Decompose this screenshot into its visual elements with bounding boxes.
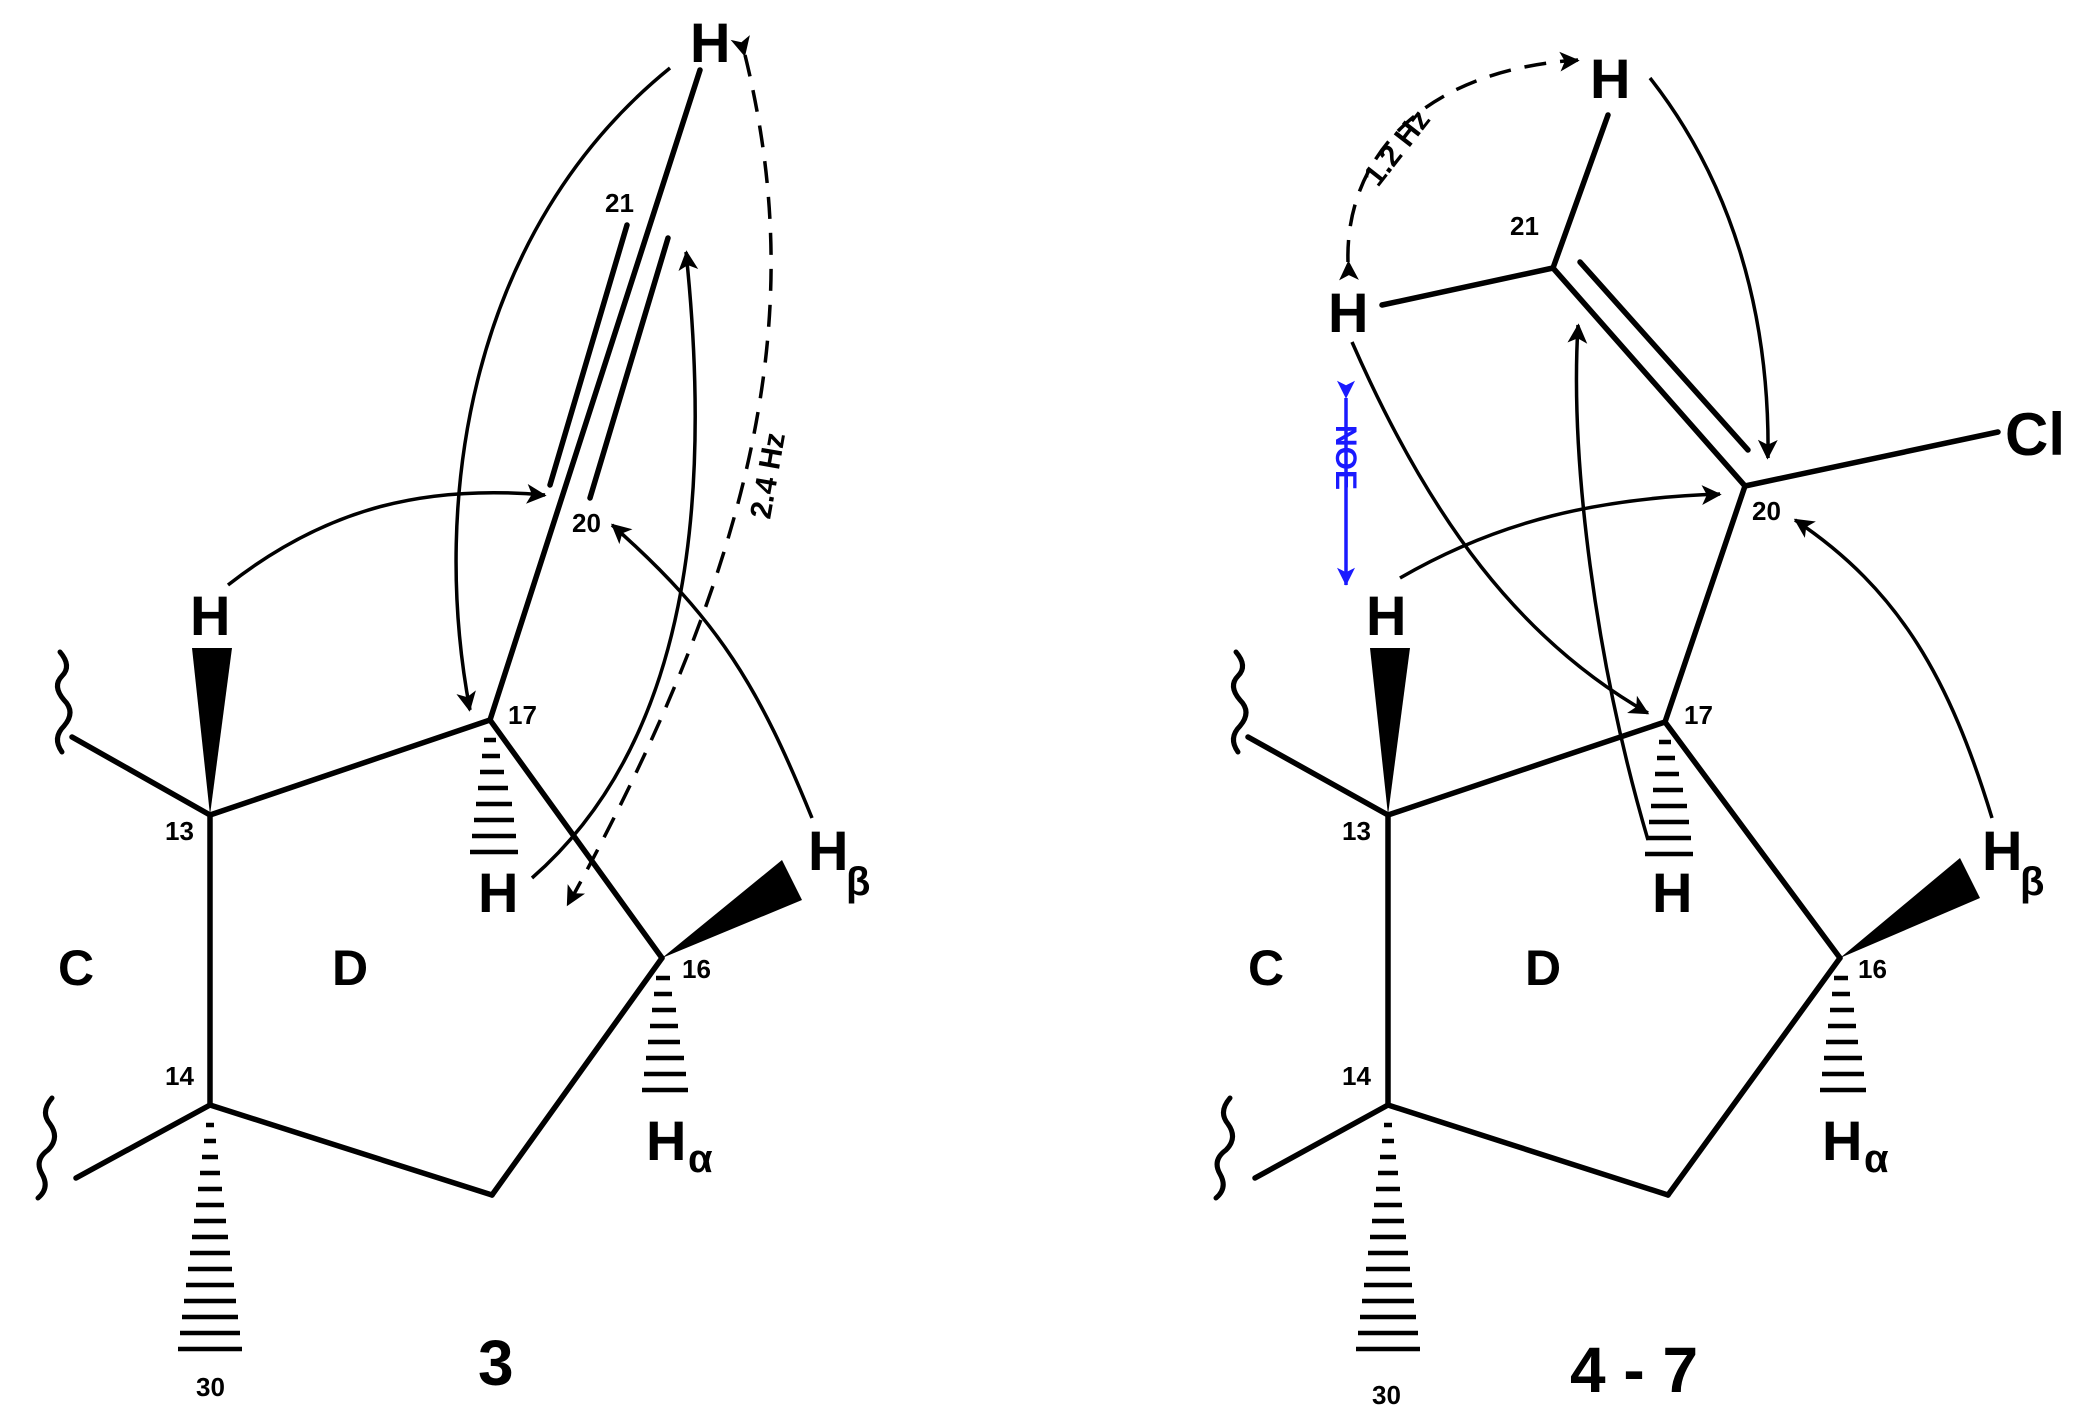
right-num-17: 17 — [1684, 700, 1713, 730]
left-compound-label: 3 — [478, 1327, 514, 1399]
right-wedge-hbeta — [1840, 858, 1980, 958]
left-num-17: 17 — [508, 700, 537, 730]
svg-text:H: H — [646, 1109, 686, 1172]
svg-text:α: α — [1864, 1137, 1889, 1181]
left-wedge-h13 — [192, 648, 232, 815]
svg-text:H: H — [1982, 819, 2022, 882]
right-coupling-label: 1.2 Hz — [1358, 104, 1437, 193]
left-wavy-bond-13 — [55, 649, 73, 755]
right-arrow-hbeta-to-c20 — [1793, 518, 1994, 819]
left-num-21: 21 — [605, 188, 634, 218]
left-h-alpha: H α — [646, 1109, 713, 1181]
left-h-top: H — [690, 11, 730, 74]
right-num-14: 14 — [1342, 1061, 1371, 1091]
right-wavy-bond-14 — [1213, 1095, 1235, 1201]
left-alkyne-bonds — [487, 67, 703, 723]
right-vinyl-bonds — [1379, 112, 2001, 725]
right-arrow-h21-to-c17 — [1350, 341, 1650, 715]
right-chlorine: Cl — [2005, 401, 2065, 468]
right-num-30: 30 — [1372, 1380, 1401, 1410]
right-num-16: 16 — [1858, 954, 1887, 984]
left-num-14: 14 — [165, 1061, 194, 1091]
right-wedge-h13 — [1370, 648, 1410, 815]
left-ring-bonds — [69, 717, 665, 1198]
left-num-30: 30 — [196, 1372, 225, 1402]
right-h-beta: H β — [1982, 819, 2044, 904]
left-arrow-h13-to-c20 — [226, 484, 547, 587]
right-num-21: 21 — [1510, 211, 1539, 241]
svg-text:H: H — [808, 819, 848, 882]
left-h13: H — [190, 584, 230, 647]
left-arrow-htop-to-c17 — [454, 66, 672, 712]
right-ring-bonds — [1245, 719, 1843, 1198]
right-hash-halpha — [1820, 975, 1866, 1093]
left-ring-c: C — [58, 940, 94, 996]
right-ring-d: D — [1525, 940, 1561, 996]
right-noe-label: NOE — [1329, 425, 1362, 490]
right-h21: H — [1328, 281, 1368, 344]
right-structure: H H H H H β H α Cl 13 14 16 17 20 21 30 … — [1213, 47, 2065, 1410]
right-coupling-arc — [1339, 51, 1580, 281]
right-arrow-h13-to-c20 — [1399, 485, 1722, 580]
left-wavy-bond-14 — [35, 1095, 57, 1201]
right-ring-c: C — [1248, 940, 1284, 996]
left-h-beta: H β — [808, 819, 870, 904]
left-wedge-hbeta — [662, 860, 802, 958]
left-ring-d: D — [332, 940, 368, 996]
right-arrow-htop-to-c20 — [1648, 76, 1778, 460]
svg-text:β: β — [2020, 860, 2044, 904]
left-coupling-label: 2.4 Hz — [744, 430, 792, 521]
left-structure: H H H H β H α 13 14 16 17 20 21 30 C D 3… — [35, 11, 870, 1402]
svg-text:H: H — [1822, 1109, 1862, 1172]
left-hash-h17 — [470, 737, 518, 855]
svg-text:α: α — [688, 1137, 713, 1181]
right-arrow-h17-to-c21 — [1567, 323, 1650, 841]
right-compound-label: 4 - 7 — [1570, 1334, 1698, 1406]
right-num-20: 20 — [1752, 496, 1781, 526]
right-wavy-bond-13 — [1231, 649, 1249, 755]
left-h17: H — [478, 861, 518, 924]
right-h-alpha: H α — [1822, 1109, 1889, 1181]
left-num-20: 20 — [572, 508, 601, 538]
left-hash-methyl30 — [178, 1122, 242, 1352]
svg-text:β: β — [846, 860, 870, 904]
right-hash-h17 — [1645, 739, 1693, 857]
right-num-13: 13 — [1342, 816, 1371, 846]
right-h13: H — [1366, 584, 1406, 647]
right-h17: H — [1652, 861, 1692, 924]
left-hash-halpha — [642, 975, 688, 1093]
right-hash-methyl30 — [1356, 1122, 1420, 1352]
left-num-16: 16 — [682, 954, 711, 984]
left-num-13: 13 — [165, 816, 194, 846]
left-coupling-arc — [566, 35, 773, 907]
left-arrow-hbeta-to-c20 — [610, 523, 814, 819]
right-h-top: H — [1590, 47, 1630, 110]
